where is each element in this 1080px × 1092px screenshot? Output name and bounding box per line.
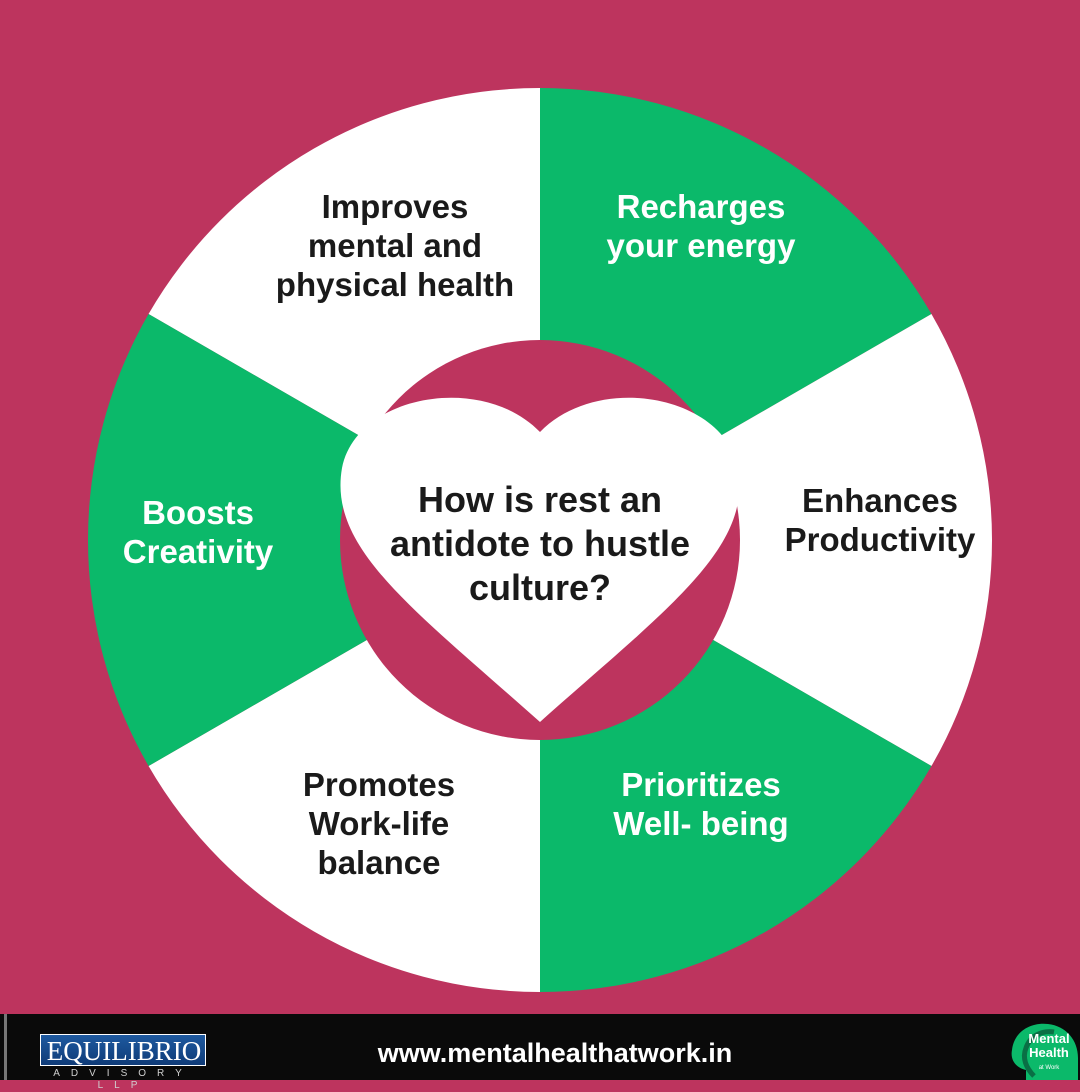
segment-label-prioritizes-wellbeing: Prioritizes Well- being — [613, 766, 789, 842]
equilibrio-logo: EQUILIBRIO ADVISORY LLP — [40, 1034, 206, 1091]
rest-benefits-wheel — [87, 88, 992, 992]
segment-label-promotes-balance: Promotes Work-life balance — [302, 766, 456, 881]
segment-enhances-productivity — [678, 314, 992, 766]
segment-boosts-creativity — [87, 314, 402, 766]
head-silhouette-icon — [1011, 1023, 1078, 1080]
footer-edge-line — [4, 1014, 7, 1080]
mental-health-logo-subtext: at Work — [1038, 1065, 1060, 1071]
segment-label-enhances-productivity: Enhances Productivity — [784, 482, 976, 558]
equilibrio-logo-sub: ADVISORY LLP — [53, 1068, 193, 1091]
heart-icon — [340, 397, 740, 722]
mental-health-logo-text: Mental Health — [1028, 1031, 1070, 1060]
segment-label-boosts-creativity: Boosts Creativity — [122, 494, 274, 570]
website-url[interactable]: www.mentalhealthatwork.in — [377, 1038, 733, 1068]
segment-label-recharges-energy: Recharges your energy — [606, 188, 796, 264]
equilibrio-logo-box: EQUILIBRIO — [40, 1034, 206, 1066]
footer-bar: EQUILIBRIO ADVISORY LLP — [0, 1014, 1080, 1091]
center-question: How is rest an antidote to hustle cultur… — [390, 479, 690, 608]
segment-label-improves-health: Improves mental and physical health — [275, 188, 515, 303]
equilibrio-logo-word: EQUILIBRIO — [46, 1036, 202, 1066]
